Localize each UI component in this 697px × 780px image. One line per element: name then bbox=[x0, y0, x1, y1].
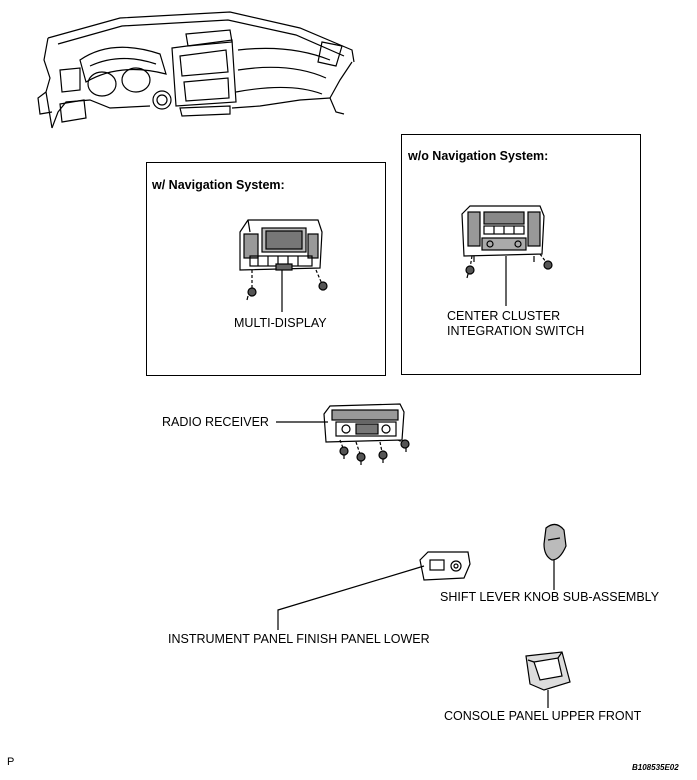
radio-receiver-unit bbox=[323, 403, 405, 443]
bolt-icon bbox=[339, 439, 349, 459]
dashboard-illustration bbox=[37, 11, 355, 129]
corner-mark: P bbox=[7, 756, 15, 768]
bolt-icon bbox=[378, 441, 388, 463]
with-navigation-title: w/ Navigation System: bbox=[152, 178, 285, 192]
instrument-panel-finish-label: INSTRUMENT PANEL FINISH PANEL LOWER bbox=[168, 632, 430, 646]
bolt-icon bbox=[315, 269, 328, 291]
shift-lever-knob-label: SHIFT LEVER KNOB SUB-ASSEMBLY bbox=[440, 590, 660, 604]
radio-receiver-label: RADIO RECEIVER bbox=[162, 415, 269, 429]
bolt-icon bbox=[465, 255, 475, 279]
bolt-icon bbox=[246, 270, 257, 301]
without-navigation-box bbox=[401, 134, 641, 375]
console-panel-upper-front bbox=[525, 651, 571, 691]
finish-panel-lower bbox=[419, 551, 471, 581]
shift-knob bbox=[543, 523, 567, 561]
with-navigation-box bbox=[146, 162, 386, 376]
bolt-icon bbox=[539, 253, 553, 270]
center-cluster-label-line1: CENTER CLUSTER bbox=[447, 309, 561, 323]
bolt-icon bbox=[355, 441, 366, 465]
multi-display-unit bbox=[239, 219, 323, 271]
center-cluster-switch-unit bbox=[461, 205, 545, 262]
console-panel-label: CONSOLE PANEL UPPER FRONT bbox=[444, 709, 642, 723]
without-navigation-title: w/o Navigation System: bbox=[408, 149, 549, 163]
figure-code: B108535E02 bbox=[632, 763, 679, 772]
bolt-icon bbox=[397, 439, 410, 452]
center-cluster-label-line2: INTEGRATION SWITCH bbox=[447, 324, 585, 338]
multi-display-label: MULTI-DISPLAY bbox=[234, 316, 327, 330]
